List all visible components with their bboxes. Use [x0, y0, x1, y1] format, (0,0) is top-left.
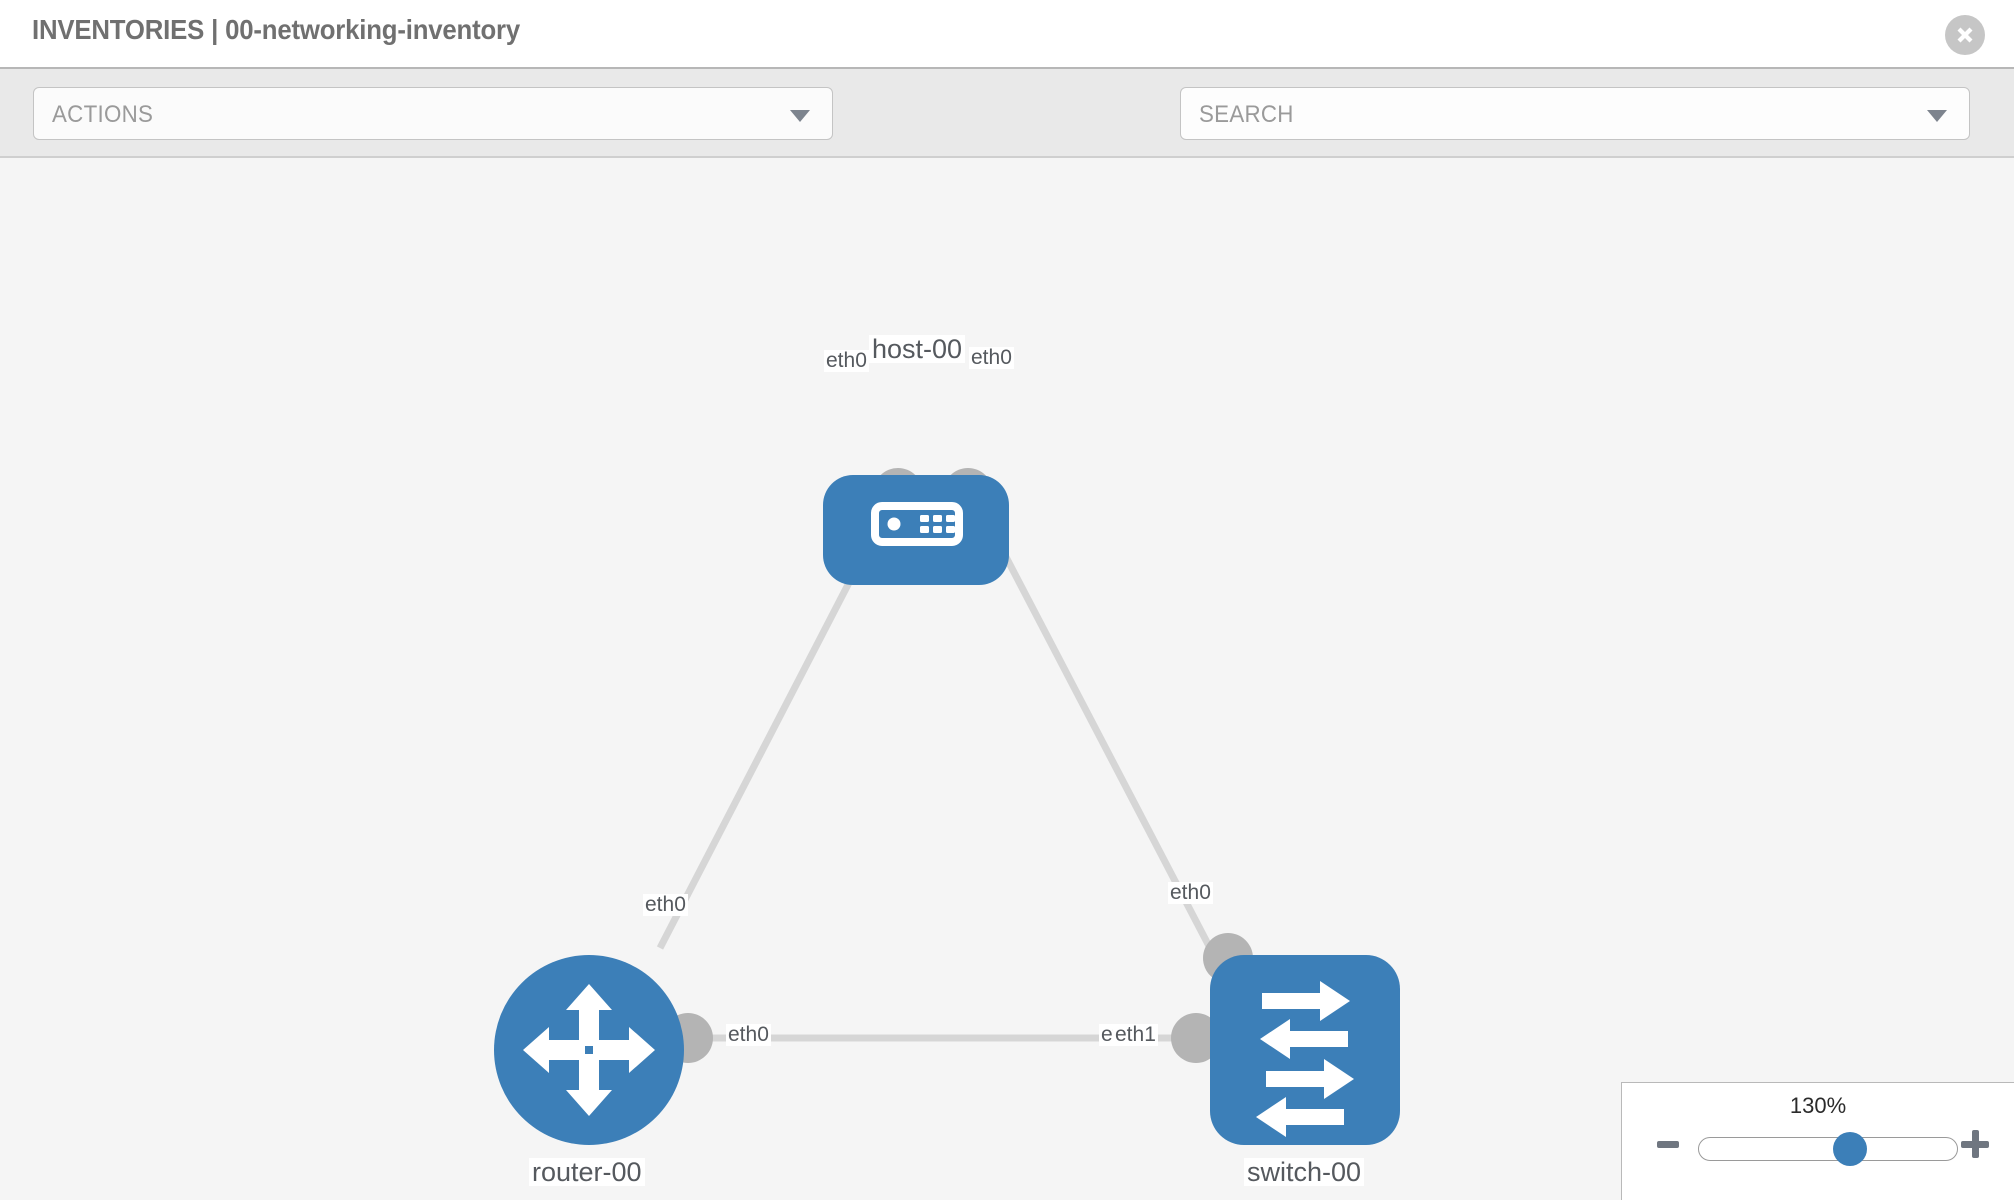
zoom-slider-thumb[interactable] — [1832, 1132, 1867, 1166]
topology-canvas[interactable]: eth0 eth0 host-00 eth0 eth0 eth0 eth eth… — [0, 158, 2014, 1200]
minus-icon[interactable] — [1657, 1141, 1679, 1148]
interface-label: eth0 — [824, 349, 869, 373]
node-host-00[interactable] — [823, 475, 1009, 585]
zoom-slider[interactable] — [1698, 1132, 1958, 1166]
chevron-down-icon[interactable] — [1927, 110, 1947, 122]
zoom-slider-row — [1622, 1127, 2014, 1177]
search-placeholder: SEARCH — [1199, 101, 1294, 128]
node-router-00[interactable] — [494, 955, 684, 1145]
router-arrows-icon — [523, 984, 655, 1116]
toolbar: ACTIONS SEARCH — [0, 69, 2014, 201]
interface-dot — [1171, 1013, 1221, 1063]
close-icon[interactable] — [1945, 15, 1985, 55]
edge-host-switch — [966, 486, 1214, 950]
interface-label: eth1 — [1113, 1023, 1158, 1047]
server-icon — [871, 502, 963, 546]
page-header: INVENTORIES | 00-networking-inventory — [0, 0, 2014, 69]
interface-label: eth0 — [726, 1023, 771, 1047]
actions-dropdown-label: ACTIONS — [52, 101, 154, 128]
interface-label: eth0 — [643, 893, 688, 917]
interface-label: eth0 — [1168, 881, 1213, 905]
node-label-switch: switch-00 — [1244, 1158, 1365, 1186]
zoom-control-panel: 130% — [1621, 1082, 2014, 1200]
search-input[interactable]: SEARCH — [1180, 87, 1970, 140]
topology-graph — [494, 468, 1400, 1145]
zoom-level-value: 130% — [1789, 1093, 1847, 1118]
page-title: INVENTORIES | 00-networking-inventory — [32, 14, 521, 45]
node-label-host: host-00 — [869, 335, 966, 363]
node-switch-00[interactable] — [1210, 955, 1400, 1145]
switch-arrows-icon — [1256, 981, 1354, 1137]
chevron-down-icon — [790, 110, 810, 122]
node-label-router: router-00 — [529, 1158, 645, 1186]
actions-dropdown[interactable]: ACTIONS — [33, 87, 833, 140]
plus-icon[interactable] — [1961, 1130, 1989, 1158]
interface-label: eth0 — [969, 346, 1014, 370]
